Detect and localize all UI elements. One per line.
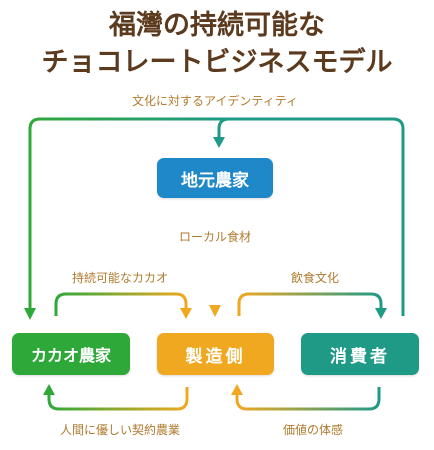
arrow-food-culture (237, 292, 383, 316)
title-line-1: 福灣の持続可能な (109, 10, 325, 41)
arrow-cultural-identity-left (28, 117, 229, 308)
node-manufacturer: 製造側 (157, 333, 274, 375)
node-local-farmers: 地元農家 (157, 158, 273, 198)
arrow-sustainable-cacao (54, 292, 188, 316)
label-food-culture: 飲食文化 (290, 271, 339, 285)
arrowhead-food (375, 308, 387, 319)
label-value-experience: 価値の体感 (282, 423, 343, 437)
arrowhead-humane (43, 384, 55, 395)
arrow-value-experience (235, 387, 381, 411)
node-cacao-farmers: カカオ農家 (12, 333, 130, 375)
label-sustainable-cacao: 持続可能なカカオ (71, 271, 168, 285)
label-local-ingredients: ローカル食材 (150, 230, 280, 244)
arrowhead-value (231, 384, 243, 395)
node-consumer: 消費者 (301, 333, 419, 375)
arrowhead-to-manufacturer (209, 305, 221, 317)
arrowhead-sus (180, 308, 192, 319)
arrow-humane-contract (47, 387, 189, 411)
label-humane-contract-farming: 人間に優しい契約農業 (59, 423, 180, 437)
arrow-cultural-identity (217, 117, 405, 316)
arrowhead-to-local-farmers (213, 137, 225, 148)
title-line-2: チョコレートビジネスモデル (41, 47, 393, 78)
arrowhead-to-cacao-farmers (24, 308, 36, 320)
label-cultural-identity: 文化に対するアイデンティティ (132, 94, 298, 108)
